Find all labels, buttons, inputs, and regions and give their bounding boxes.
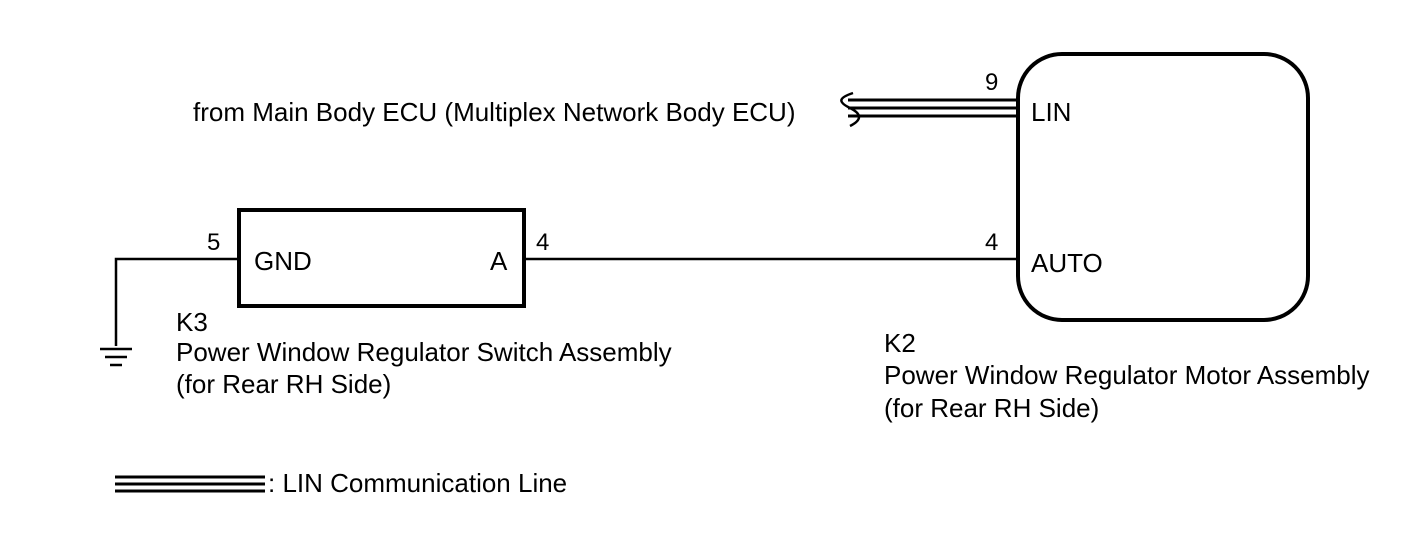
motor-connector-id: K2	[884, 328, 916, 358]
legend-lin-line-label: : LIN Communication Line	[268, 468, 567, 498]
switch-gnd-terminal-label: GND	[254, 246, 312, 276]
motor-auto-pin: 4	[985, 229, 998, 256]
motor-lin-terminal-label: LIN	[1031, 97, 1071, 127]
ground-icon	[100, 347, 132, 367]
legend-lin-line-icon	[115, 475, 265, 493]
motor-assembly-side: (for Rear RH Side)	[884, 393, 1099, 423]
switch-a-terminal-label: A	[490, 246, 508, 276]
motor-auto-terminal-label: AUTO	[1031, 248, 1103, 278]
lin-communication-line	[848, 98, 1018, 118]
switch-assembly-name: Power Window Regulator Switch Assembly	[176, 337, 672, 367]
motor-assembly-name: Power Window Regulator Motor Assembly	[884, 360, 1370, 390]
motor-lin-pin: 9	[985, 69, 998, 96]
ecu-source-label: from Main Body ECU (Multiplex Network Bo…	[193, 97, 796, 127]
switch-assembly-side: (for Rear RH Side)	[176, 369, 391, 399]
switch-gnd-pin: 5	[207, 229, 220, 256]
switch-a-pin: 4	[536, 229, 549, 256]
ground-wire	[114, 257, 239, 346]
switch-connector-id: K3	[176, 307, 208, 337]
motor-assembly-box	[1016, 52, 1310, 322]
wire-break-symbol	[840, 91, 861, 128]
